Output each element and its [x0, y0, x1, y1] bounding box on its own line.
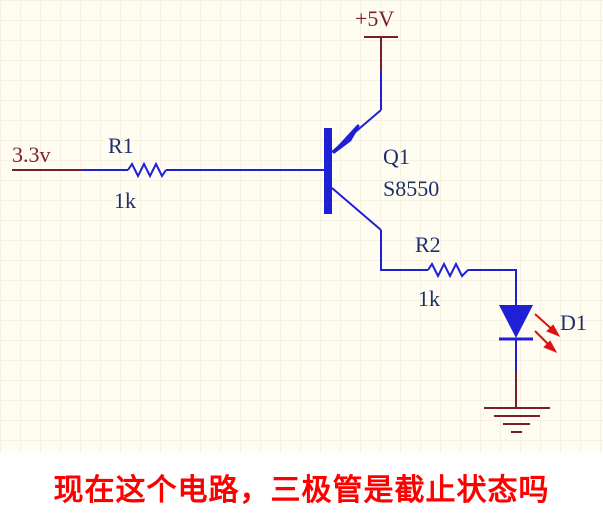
collector-wire [380, 230, 428, 271]
input-net-label: 3.3v [12, 142, 51, 167]
ground-symbol [484, 372, 550, 433]
q1-pnp-transistor [324, 109, 382, 231]
led-anode-wire [468, 269, 517, 305]
r1-resistor [127, 161, 167, 179]
r2-ref-label: R2 [415, 232, 441, 257]
r2-value-label: 1k [418, 286, 440, 311]
q1-part-label: S8550 [383, 176, 439, 201]
led-emission-arrows [534, 313, 561, 353]
q1-ref-label: Q1 [383, 144, 410, 169]
d1-ref-label: D1 [560, 310, 587, 335]
r2-resistor [427, 261, 469, 279]
r1-value-label: 1k [114, 188, 136, 213]
circuit-schematic: +5V 3.3v R1 1k Q1 S8550 R2 1k [0, 0, 603, 453]
vcc-power-port [364, 36, 398, 110]
grid-background [0, 0, 603, 453]
vcc-label: +5V [355, 6, 394, 31]
question-caption: 现在这个电路，三极管是截止状态吗 [0, 453, 603, 520]
r1-ref-label: R1 [108, 133, 134, 158]
